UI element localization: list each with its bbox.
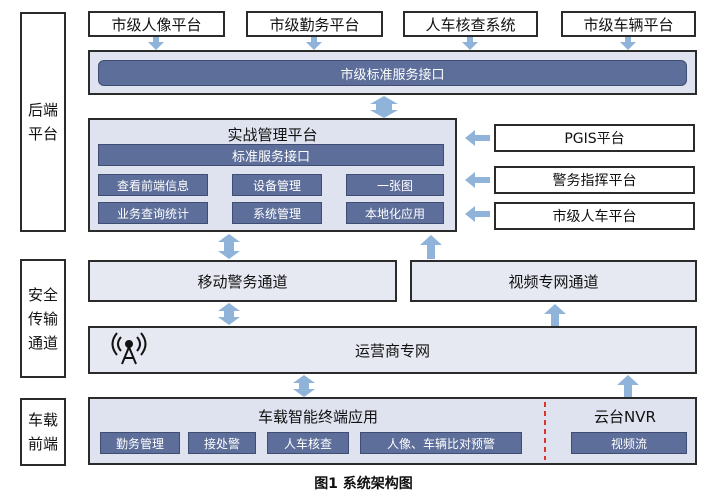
- arrow-verify-down: [462, 37, 478, 50]
- terminal-alarm-response: 接处警: [188, 432, 256, 454]
- backend-label: 后端平台: [20, 12, 66, 232]
- arrow-combat-mobile-double: [218, 234, 240, 259]
- arrow-operator-terminal-double: [293, 375, 315, 397]
- module-query-stats: 业务查询统计: [98, 202, 208, 224]
- arrow-video-combat-up: [420, 235, 442, 259]
- signal-tower-icon: [111, 332, 147, 365]
- standard-interface-bar: 标准服务接口: [98, 144, 444, 166]
- module-system-mgmt: 系统管理: [232, 202, 322, 224]
- arrow-portrait-down: [148, 37, 164, 50]
- module-localized-app: 本地化应用: [346, 202, 444, 224]
- nvr-video-stream: 视频流: [571, 432, 687, 454]
- arrow-interface-combat-double: [370, 96, 398, 118]
- arrow-nvr-operator-up: [617, 375, 639, 397]
- combat-platform-title: 实战管理平台: [227, 126, 318, 144]
- module-device-mgmt: 设备管理: [232, 174, 322, 196]
- figure-caption: 图1 系统架构图: [314, 476, 413, 492]
- right-platform-command: 警务指挥平台: [494, 166, 695, 194]
- top-platform-vehicle: 市级车辆平台: [561, 11, 696, 37]
- right-platform-people-vehicle: 市级人车平台: [494, 202, 695, 230]
- terminal-duty-mgmt: 勤务管理: [100, 432, 180, 454]
- module-view-frontend: 查看前端信息: [98, 174, 208, 196]
- mobile-police-channel: 移动警务通道: [88, 260, 397, 302]
- arrow-duty-down: [306, 37, 322, 50]
- arrow-people-vehicle-left: [465, 206, 490, 222]
- right-platform-pgis: PGIS平台: [494, 124, 695, 152]
- terminal-people-vehicle-check: 人车核查: [267, 432, 349, 454]
- arrow-operator-video-up: [544, 304, 566, 326]
- module-one-map: 一张图: [346, 174, 444, 196]
- arrow-vehicle-down: [620, 37, 636, 50]
- arrow-command-left: [465, 172, 490, 188]
- city-service-interface: 市级标准服务接口: [98, 60, 687, 86]
- top-platform-portrait: 市级人像平台: [88, 11, 225, 37]
- security-label: 安全传输通道: [20, 259, 66, 378]
- top-platform-duty: 市级勤务平台: [246, 11, 383, 37]
- arrow-pgis-left: [465, 130, 490, 146]
- nvr-title: 云台NVR: [594, 408, 656, 426]
- operator-private-network: 运营商专网: [88, 326, 697, 374]
- vehicle-terminal-title: 车载智能终端应用: [257, 408, 378, 426]
- arrow-mobile-operator-double: [218, 303, 240, 325]
- video-private-channel: 视频专网通道: [410, 260, 697, 302]
- top-platform-verify: 人车核查系统: [403, 11, 538, 37]
- terminal-comparison-alert: 人像、车辆比对预警: [360, 432, 522, 454]
- vehicle-label: 车载前端: [20, 398, 66, 466]
